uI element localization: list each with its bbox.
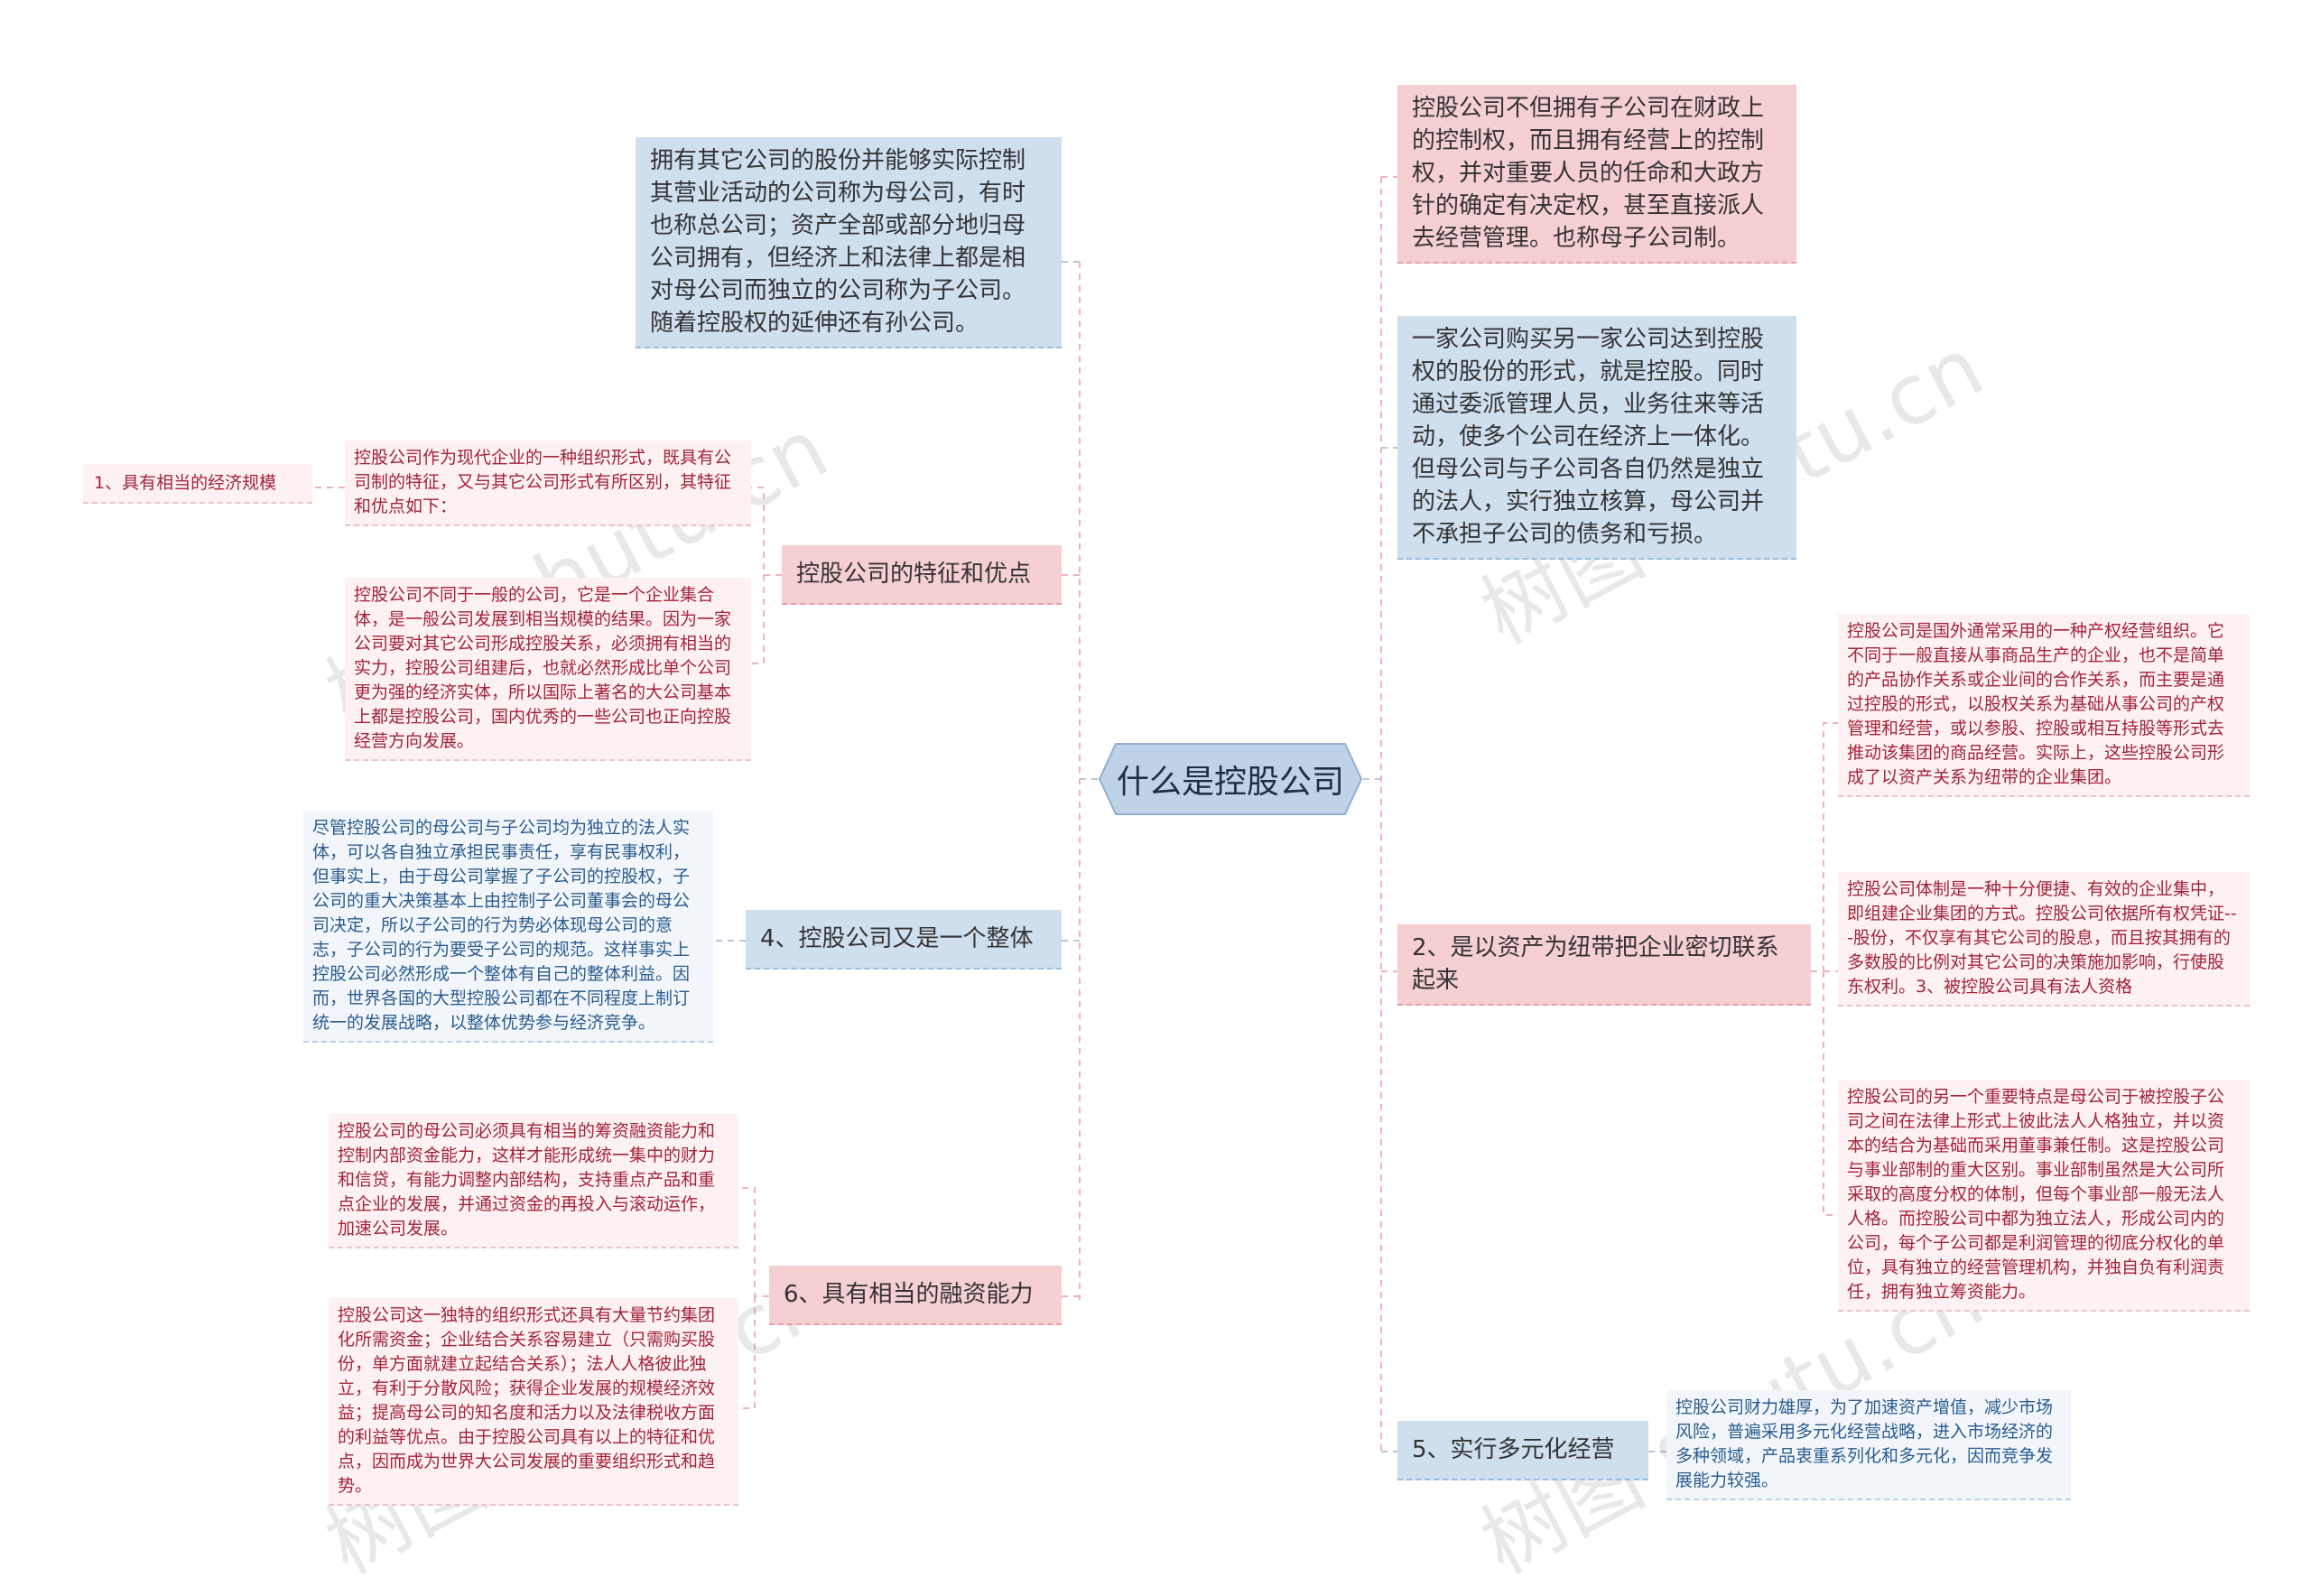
financing-text1-leaf[interactable]: 控股公司的母公司必须具有相当的筹资融资能力和控制内部资金能力，这样才能形成统一集…	[329, 1114, 738, 1248]
diversify-node[interactable]: 5、实行多元化经营	[1397, 1421, 1648, 1480]
financing-node[interactable]: 6、具有相当的融资能力	[769, 1266, 1062, 1325]
features-node[interactable]: 控股公司的特征和优点	[782, 545, 1062, 605]
assets-text2-leaf[interactable]: 控股公司体制是一种十分便捷、有效的企业集中，即组建企业集团的方式。控股公司依据所…	[1838, 872, 2250, 1007]
assets-text1-leaf[interactable]: 控股公司是国外通常采用的一种产权经营组织。它不同于一般直接从事商品生产的企业，也…	[1838, 614, 2250, 797]
financing-text2-leaf[interactable]: 控股公司这一独特的组织形式还具有大量节约集团化所需资金；企业结合关系容易建立（只…	[329, 1298, 738, 1506]
assets-node[interactable]: 2、是以资产为纽带把企业密切联系起来	[1397, 924, 1811, 1006]
whole-text-leaf[interactable]: 尽管控股公司的母公司与子公司均为独立的法人实体，可以各自独立承担民事责任，享有民…	[303, 811, 713, 1043]
center-title: 什么是控股公司	[1116, 764, 1344, 801]
assets-text3-leaf[interactable]: 控股公司的另一个重要特点是母公司于被控股子公司之间在法律上形式上彼此法人人格独立…	[1838, 1080, 2250, 1312]
center-topic[interactable]: 什么是控股公司	[1098, 742, 1363, 816]
features-intro-leaf[interactable]: 控股公司作为现代企业的一种组织形式，既具有公司制的特征，又与其它公司形式有所区别…	[345, 441, 751, 526]
whole-node[interactable]: 4、控股公司又是一个整体	[746, 910, 1062, 970]
diversify-text-leaf[interactable]: 控股公司财力雄厚，为了加速资产增值，减少市场风险，普遍采用多元化经营战略，进入市…	[1666, 1390, 2071, 1500]
scale-label-leaf[interactable]: 1、具有相当的经济规模	[83, 464, 312, 504]
center-hexagon-shape	[1098, 743, 1363, 815]
scale-text-leaf[interactable]: 控股公司不同于一般的公司，它是一个企业集合体，是一般公司发展到相当规模的结果。因…	[345, 578, 751, 761]
purchase-node[interactable]: 一家公司购买另一家公司达到控股权的股份的形式，就是控股。同时通过委派管理人员，业…	[1397, 316, 1796, 560]
control-node[interactable]: 控股公司不但拥有子公司在财政上的控制权，而且拥有经营上的控制权，并对重要人员的任…	[1397, 85, 1796, 264]
definition-node[interactable]: 拥有其它公司的股份并能够实际控制其营业活动的公司称为母公司，有时也称总公司；资产…	[636, 137, 1062, 348]
